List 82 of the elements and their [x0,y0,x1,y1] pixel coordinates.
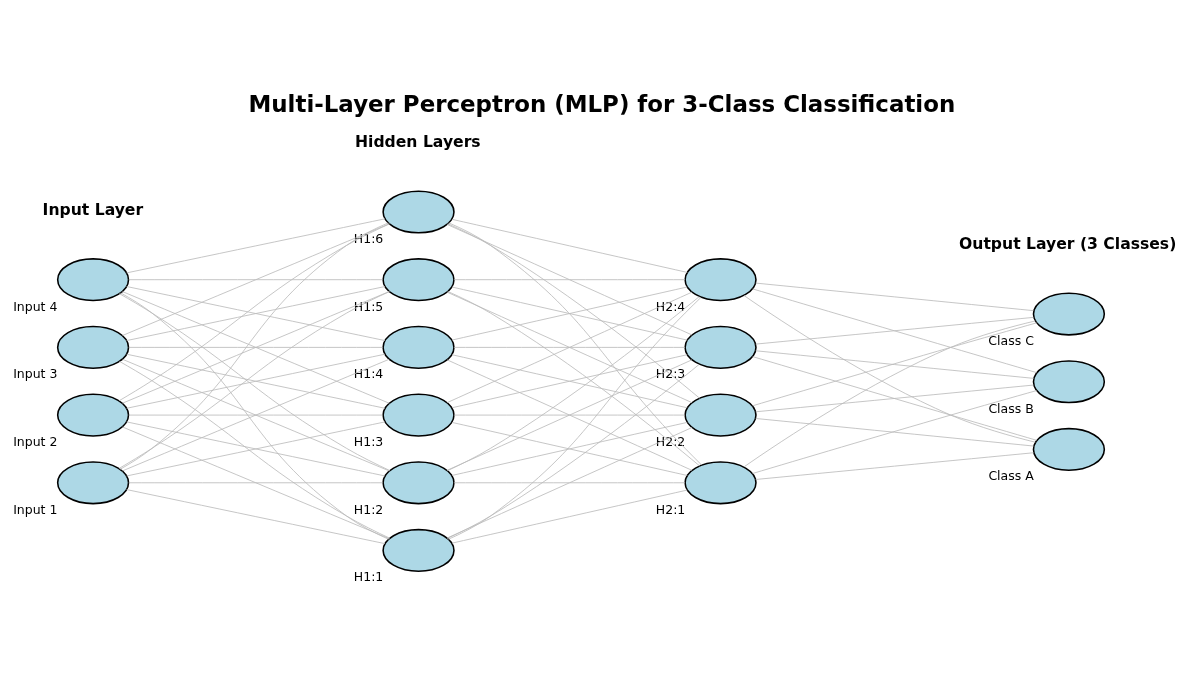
connector [448,296,702,540]
connector [755,418,1034,447]
connector [446,427,693,539]
node-label: Input 3 [13,366,58,382]
connector [752,356,1037,441]
node-ellipse [382,461,455,505]
diagram-title: Multi-Layer Perceptron (MLP) for 3-Class Classification [248,90,956,117]
connector [447,223,700,399]
node-ellipse [56,393,130,437]
connector [752,322,1037,407]
node-label: H2:3 [655,366,686,382]
node-label: H1:6 [353,230,384,246]
label: Input Layer [42,200,144,219]
connector [122,223,390,336]
node-ellipse [382,258,455,302]
connector [122,426,390,540]
connector [122,358,390,472]
connector [752,288,1037,373]
node-label: Class C [988,332,1034,348]
connector [755,282,1034,312]
connector [447,363,700,539]
connector [453,279,686,281]
connector [743,320,1036,468]
node-ellipse [56,258,130,302]
connector [446,359,693,471]
connector [126,421,386,477]
connector [122,291,390,404]
connector [128,482,384,484]
connector [119,222,389,470]
node-ellipse [684,258,757,302]
connector [128,279,384,281]
connector [118,223,390,402]
node-label: Class A [988,468,1034,484]
connector [453,346,686,348]
node-ellipse [382,528,455,573]
connector [451,218,688,273]
node-label: H1:4 [353,366,384,382]
connector [755,316,1034,345]
connector [451,354,688,409]
connector [451,489,688,544]
node-ellipse [1032,292,1106,336]
node-label: H2:2 [655,433,686,449]
node-ellipse [382,393,455,437]
connector [755,350,1034,379]
node-label: H1:3 [353,433,384,449]
connector [446,224,693,336]
connector [126,218,386,274]
connector [755,384,1034,413]
label: Hidden Layers [355,132,481,151]
node-ellipse [684,393,757,437]
connector [743,295,1036,443]
connector [448,222,702,466]
node-label: H2:4 [655,298,686,314]
node-label: Input 1 [13,501,58,517]
connector [119,360,391,539]
node-ellipse [684,325,757,369]
connector [755,452,1034,480]
connector [453,482,686,484]
node-label: H2:1 [655,501,686,517]
node-label: Input 2 [13,433,58,449]
connector [126,286,386,341]
node-label: H1:2 [353,501,384,517]
connector [128,346,384,348]
node-ellipse [382,190,455,234]
connector [451,286,688,341]
connector [120,292,390,540]
label: Output Layer (3 Classes) [959,234,1177,253]
connector [126,489,386,545]
node-label: Class B [988,400,1034,416]
node-label: H1:5 [353,298,384,314]
node-ellipse [1032,360,1106,404]
connector [752,390,1037,474]
node-ellipse [684,461,757,505]
node-label: H1:1 [353,569,384,585]
node-ellipse [56,325,130,369]
node-ellipse [1032,427,1106,472]
node-ellipse [56,461,130,505]
node-ellipse [382,325,455,369]
connector [128,414,384,416]
connector [453,414,686,416]
node-label: Input 4 [13,298,58,314]
connector [126,353,386,409]
